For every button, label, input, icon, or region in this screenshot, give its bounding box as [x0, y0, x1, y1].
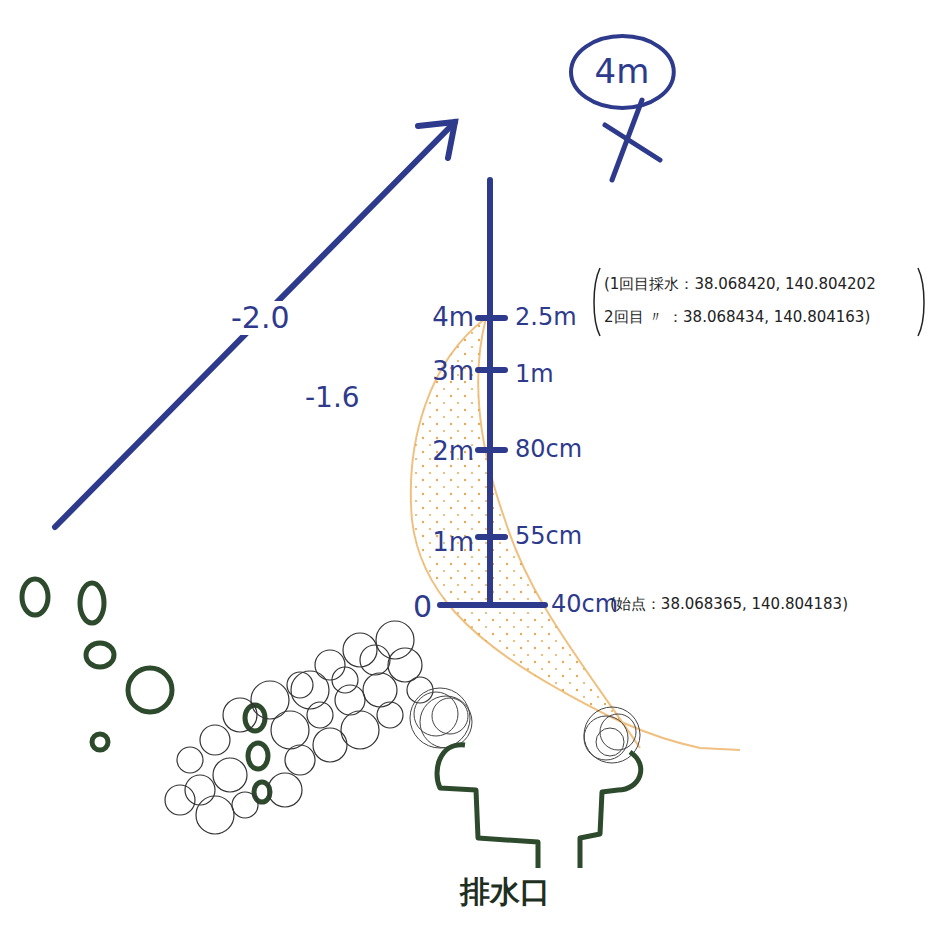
sketch-label: 1m — [515, 361, 554, 389]
sketch-label: -2.0 — [228, 301, 293, 336]
rock-cluster — [165, 621, 433, 834]
sketch-label: 3m — [432, 357, 474, 387]
sand-area — [411, 318, 640, 748]
coordinate-note: (1回目採水：38.068420, 140.804202 — [604, 276, 876, 293]
sketch-label: 55cm — [515, 523, 582, 551]
sketch-label: 40cm — [551, 591, 618, 619]
sketch-label: -1.6 — [305, 382, 360, 414]
sketch-label: 1m — [432, 528, 474, 558]
bracket — [594, 268, 600, 336]
sketch-label: 80cm — [515, 436, 582, 464]
coordinate-note: 2回目 〃 ：38.068434, 140.804163) — [604, 309, 870, 326]
circled-note: 4m — [567, 32, 678, 112]
x-mark — [605, 100, 660, 180]
outlet-pipe — [437, 745, 641, 868]
sketch-label: 4m — [432, 303, 474, 333]
sketch-label: 2.5m — [515, 304, 577, 332]
sketch-label: 2m — [432, 437, 474, 467]
direction-arrow — [55, 122, 455, 527]
circle-outline — [571, 36, 674, 108]
sand-outline — [411, 318, 740, 750]
circled-text: 4m — [595, 52, 650, 91]
coordinate-note: (始点：38.068365, 140.804183) — [610, 596, 848, 613]
sketch-label: 0 — [413, 590, 432, 625]
sketch-label: 排水口 — [460, 875, 550, 910]
bracket — [918, 268, 924, 336]
green-rocks — [22, 579, 270, 802]
